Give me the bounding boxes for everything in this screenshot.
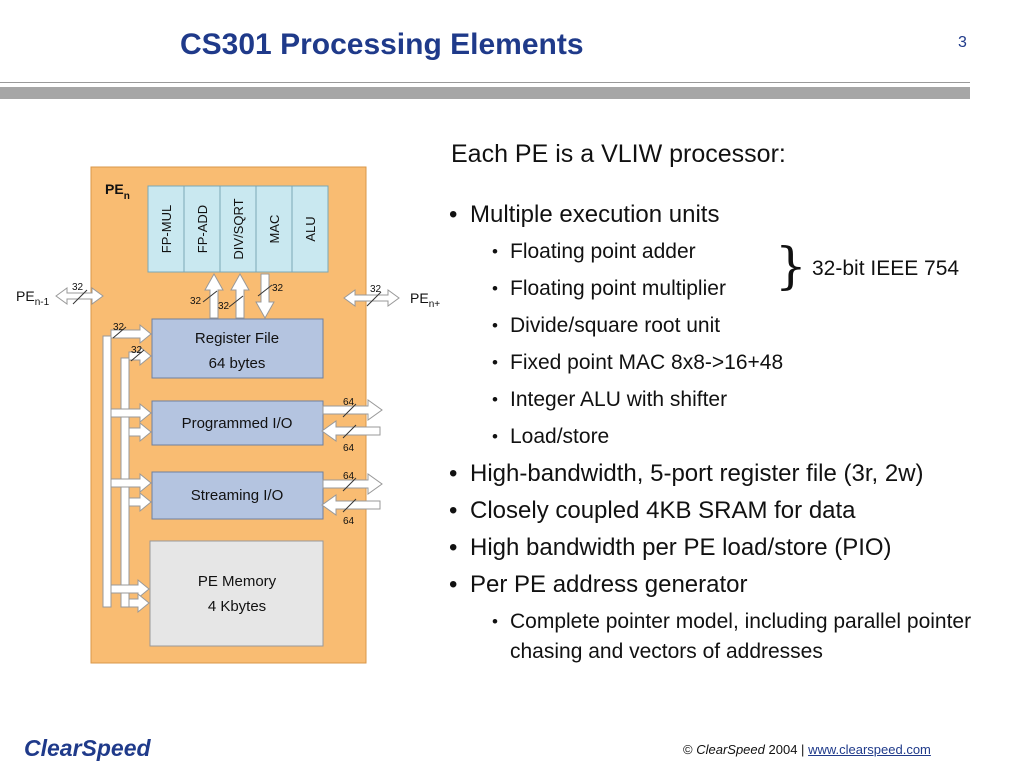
bus-to-pio-outer	[110, 402, 152, 424]
external-io-width-marks	[342, 403, 357, 513]
left-neighbor-label: PEn-1	[16, 288, 50, 308]
exec-unit-label-fp-add: FP-ADD	[195, 205, 210, 253]
header-bar	[0, 87, 970, 99]
sio-in-arrow	[321, 494, 381, 516]
width-bus-top: 32	[113, 322, 125, 333]
register-file-size: 64 bytes	[209, 355, 266, 372]
arrow-down-results	[255, 273, 275, 320]
external-io-arrows	[321, 399, 383, 516]
exec-unit-label-div-sqrt: DIV/SQRT	[231, 198, 246, 259]
register-file-label: Register File	[195, 330, 279, 347]
sub-bullet-item: Divide/square root unit	[447, 307, 1010, 344]
footer-year: 2004	[768, 742, 798, 757]
bus-to-regfile-outer	[110, 323, 152, 345]
width-exec-left: 32	[190, 296, 202, 307]
sub-bullet-item: Floating point adder	[447, 233, 1010, 270]
bus-to-memory-inner	[128, 592, 150, 614]
bullet-item: Per PE address generator	[447, 566, 1010, 603]
bullet-item: High bandwidth per PE load/store (PIO)	[447, 529, 1010, 566]
pe-block-diagram: PEn FP-MUL FP-ADD DIV/SQRT MAC ALU 32 32…	[16, 166, 440, 664]
bullet-list: Multiple execution units Floating point …	[447, 196, 1010, 667]
footer-text: © ClearSpeed 2004 | www.clearspeed.com	[683, 742, 931, 757]
arrow-up-fp-mul	[204, 272, 224, 319]
left-neighbor-arrow	[55, 287, 104, 305]
sio-out-arrow	[322, 473, 383, 495]
clearspeed-logo: ClearSpeed	[24, 735, 151, 761]
page-number: 3	[958, 34, 967, 51]
footer-brand: ClearSpeed	[696, 742, 765, 757]
internal-bus	[102, 323, 152, 614]
bus-to-sio-outer	[110, 472, 152, 494]
fp-units-brace: }	[775, 237, 807, 295]
right-neighbor-arrow	[343, 289, 400, 307]
sub-bullet-item: Load/store	[447, 418, 1010, 455]
right-neighbor-width-mark	[366, 291, 382, 307]
exec-unit-alu	[291, 185, 329, 273]
programmed-io-label: Programmed I/O	[182, 415, 293, 432]
pe-label: PEn	[105, 181, 130, 202]
exec-unit-label-mac: MAC	[267, 215, 282, 244]
width-pio-out: 64	[343, 397, 355, 408]
brace-note: 32-bit IEEE 754	[812, 257, 960, 280]
bus-vertical-outer	[102, 335, 112, 608]
streaming-io-block	[151, 471, 324, 520]
pe-memory-size: 4 Kbytes	[208, 598, 266, 615]
streaming-io-label: Streaming I/O	[191, 487, 284, 504]
header-divider	[0, 82, 970, 83]
sub-bullet-item: Floating point multiplier	[447, 270, 1010, 307]
bus-to-memory-outer	[110, 578, 150, 600]
bus-to-pio-inner	[128, 421, 152, 443]
left-neighbor-width-mark	[72, 289, 88, 305]
programmed-io-block	[151, 400, 324, 446]
website-link[interactable]: www.clearspeed.com	[808, 742, 931, 757]
bus-to-regfile-inner	[128, 345, 152, 367]
execution-units: FP-MUL FP-ADD DIV/SQRT MAC ALU	[147, 185, 329, 273]
width-sio-out: 64	[343, 471, 355, 482]
bullet-item: High-bandwidth, 5-port register file (3r…	[447, 455, 1010, 492]
pe-memory-block	[149, 540, 324, 647]
width-bus-inner: 32	[131, 345, 143, 356]
exec-unit-fp-add	[183, 185, 221, 273]
width-exec-mid: 32	[218, 301, 230, 312]
register-file-block	[151, 318, 324, 379]
arrow-up-fp-add	[230, 272, 250, 319]
sub-bullet-item: Complete pointer model, including parall…	[447, 607, 1010, 667]
width-pio-in: 64	[343, 443, 355, 454]
width-left-neighbor: 32	[72, 282, 84, 293]
bus-to-sio-inner	[128, 491, 152, 513]
exec-width-marks	[202, 284, 273, 308]
width-right-neighbor: 32	[370, 284, 382, 295]
sub-bullet-item: Fixed point MAC 8x8->16+48	[447, 344, 1010, 381]
footer-separator: |	[801, 742, 805, 757]
exec-unit-fp-mul	[147, 185, 185, 273]
right-neighbor-label: PEn+1	[410, 290, 440, 310]
exec-regfile-arrows	[204, 272, 275, 320]
exec-unit-div-sqrt	[219, 185, 257, 273]
bullet-item: Multiple execution units	[447, 196, 1010, 233]
width-exec-right: 32	[272, 283, 284, 294]
pio-out-arrow	[322, 399, 383, 421]
copyright-symbol: ©	[683, 742, 693, 757]
internal-bus-width-marks	[112, 326, 145, 362]
sub-bullet-item: Integer ALU with shifter	[447, 381, 1010, 418]
exec-unit-label-fp-mul: FP-MUL	[159, 205, 174, 253]
width-sio-in: 64	[343, 516, 355, 527]
pe-memory-label: PE Memory	[198, 573, 277, 590]
intro-text: Each PE is a VLIW processor:	[451, 140, 786, 168]
pio-in-arrow	[321, 420, 381, 442]
exec-unit-label-alu: ALU	[303, 216, 318, 241]
bullet-item: Closely coupled 4KB SRAM for data	[447, 492, 1010, 529]
slide-title: CS301 Processing Elements	[180, 28, 584, 61]
